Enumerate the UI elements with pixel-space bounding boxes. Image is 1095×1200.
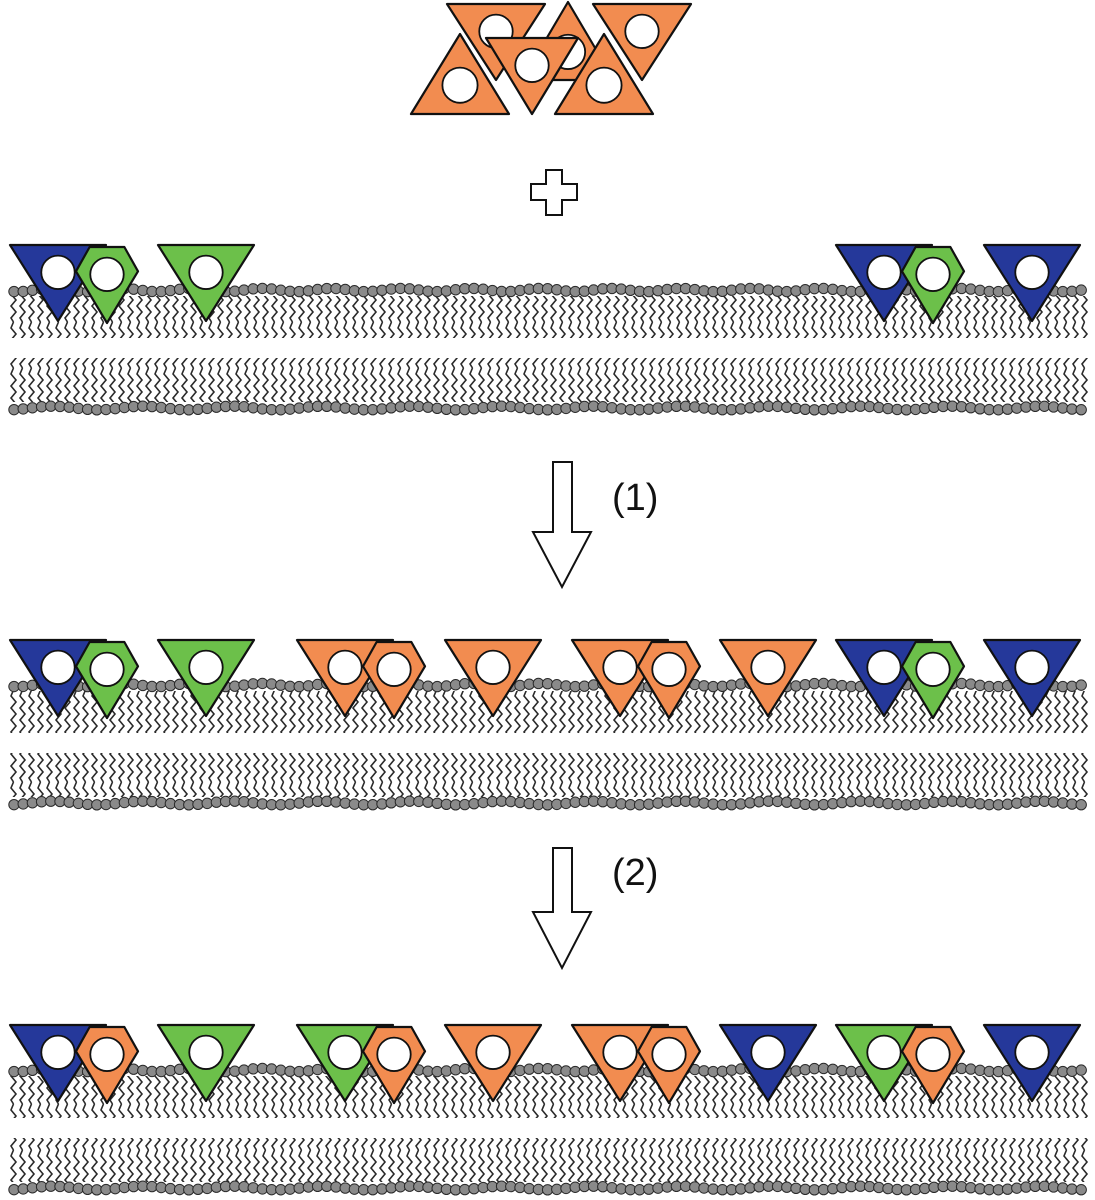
orange-subunit [484,36,580,116]
membrane-panel-initial [8,243,1088,416]
protein-cluster [295,638,543,720]
orange-subunit [361,640,427,720]
lower-leaflet [8,358,1088,416]
upper-leaflet [8,282,1088,338]
step-1-label: (1) [612,477,658,519]
blue-subunit [982,243,1082,323]
orange-subunit [74,1025,140,1105]
protein-cluster [8,243,256,325]
orange-subunit [443,638,543,718]
orange-subunit [591,2,693,82]
orange-subunit [636,1025,702,1105]
protein-cluster [8,638,256,720]
free-protein-cluster [409,0,693,116]
green-subunit [900,245,966,325]
protein-cluster [8,1023,256,1105]
lower-leaflet [8,1138,1088,1196]
blue-subunit [718,1023,818,1103]
down-arrow-icon [531,461,593,590]
plus-icon [530,169,578,216]
protein-cluster [570,638,818,720]
membrane-panel-after-step-1 [8,638,1088,811]
blue-subunit [982,638,1082,718]
protein-cluster [834,638,1082,720]
blue-subunit [982,1023,1082,1103]
lipid-bilayer [8,1062,1088,1196]
lipid-bilayer [8,282,1088,416]
orange-subunit [443,1023,543,1103]
orange-subunit [553,32,655,116]
step-2-label: (2) [612,852,658,894]
lower-leaflet [8,753,1088,811]
orange-subunit [409,32,511,116]
orange-subunit [361,1025,427,1105]
protein-cluster [834,1023,1082,1105]
protein-cluster [295,1023,543,1105]
green-subunit [156,1023,256,1103]
green-subunit [900,640,966,720]
membrane-panel-after-step-2 [8,1023,1088,1196]
protein-cluster [834,243,1082,325]
protein-cluster [570,1023,818,1105]
green-subunit [156,243,256,323]
upper-leaflet [8,1062,1088,1118]
green-subunit [74,640,140,720]
down-arrow-icon [531,847,593,971]
green-subunit [74,245,140,325]
orange-subunit [636,640,702,720]
orange-subunit [718,638,818,718]
orange-subunit [900,1025,966,1105]
green-subunit [156,638,256,718]
